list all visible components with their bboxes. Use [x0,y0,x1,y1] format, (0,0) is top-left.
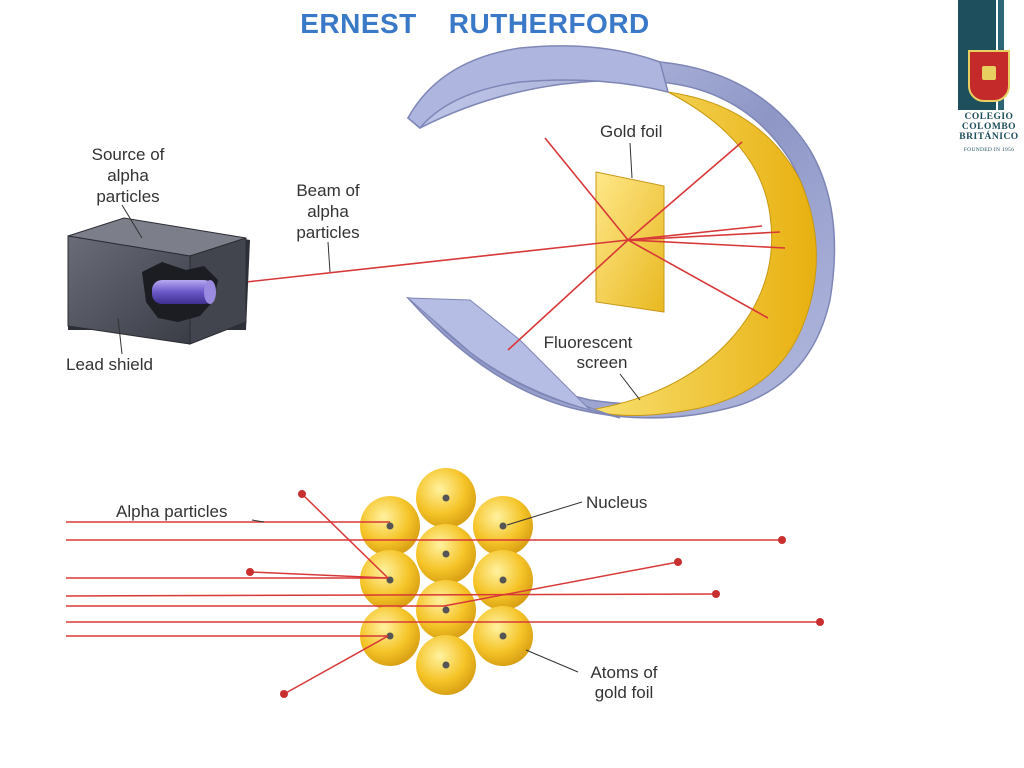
source-label-line3: particles [96,187,159,206]
beam-label-line1: Beam of [296,181,360,200]
title-word-ernest: ERNEST [300,8,417,39]
beam-label-line2: alpha [307,202,349,221]
gold-atom [416,635,476,695]
gold-atom [416,468,476,528]
logo-crest-icon [968,50,1010,102]
alpha-particle-paths [65,493,820,695]
logo-line-4: FOUNDED IN 1956 [963,147,1015,153]
alpha-particles-label: Alpha particles [116,502,228,521]
lead-shield-label: Lead shield [66,355,153,374]
beam-label-line3: particles [296,223,359,242]
alpha-beam [245,137,786,351]
school-logo: COLEGIO COLOMBO BRITÁNICO FOUNDED IN 195… [958,0,1020,160]
gold-atom [360,606,420,666]
alpha-source-tube [152,280,214,304]
logo-line-1: COLEGIO [964,112,1014,122]
gold-atom [360,496,420,556]
gold-atoms-cluster [360,468,533,695]
gold-atom [473,550,533,610]
screen-label-line1: Fluorescent [544,333,633,352]
atoms-label-line1: Atoms of [590,663,657,682]
nucleus-label: Nucleus [586,493,647,512]
logo-line-2: COLOMBO [961,122,1017,132]
slide-title: ERNEST RUTHERFORD [300,8,650,40]
gold-atom [416,580,476,640]
fluorescent-screen-ring [406,45,836,419]
gold-atom [473,496,533,556]
logo-line-3: BRITÁNICO [959,132,1019,142]
gold-atom [416,524,476,584]
gold-foil-label: Gold foil [600,122,662,141]
gold-atom [473,606,533,666]
source-label-line2: alpha [107,166,149,185]
atoms-label-line2: gold foil [595,683,654,702]
title-word-rutherford: RUTHERFORD [448,8,650,39]
screen-label-line2: screen [576,353,627,372]
source-label-line1: Source of [92,145,165,164]
lead-shield-box [67,217,250,345]
